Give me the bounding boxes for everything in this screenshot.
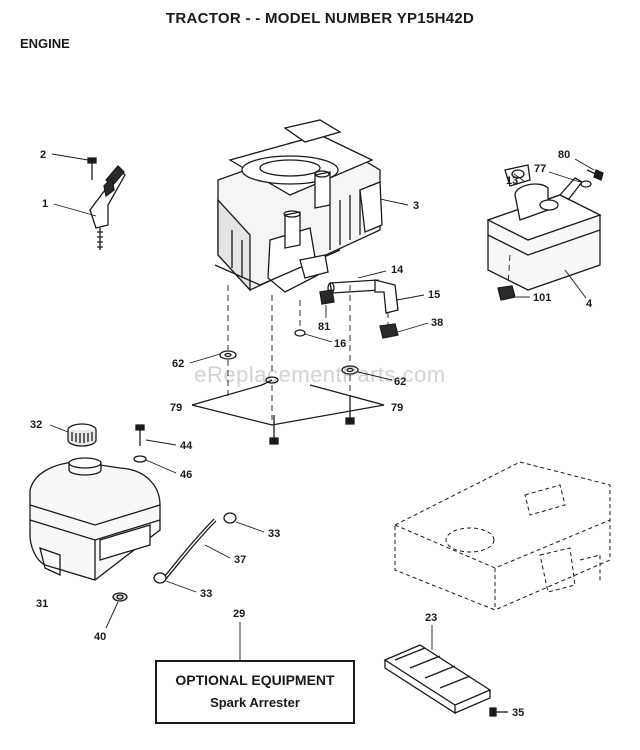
- callout-62-left: 62: [172, 358, 184, 370]
- callout-23: 23: [425, 612, 437, 624]
- callout-15: 15: [428, 289, 440, 301]
- callout-29: 29: [233, 608, 245, 620]
- optional-equipment-title: OPTIONAL EQUIPMENT: [175, 672, 335, 688]
- screw-part-44[interactable]: [135, 424, 145, 446]
- washer-part-62-right[interactable]: [341, 365, 359, 375]
- engine-part-3[interactable]: [214, 119, 383, 293]
- bolt-part-79-left[interactable]: [269, 415, 279, 445]
- callout-37: 37: [234, 554, 246, 566]
- exhaust-pipe-part-14[interactable]: [327, 279, 381, 294]
- callout-101: 101: [533, 292, 551, 304]
- callout-79-left: 79: [170, 402, 182, 414]
- bushing-part-40[interactable]: [112, 592, 128, 602]
- nut-part-38[interactable]: [379, 323, 399, 339]
- spark-arrester-part-23[interactable]: [383, 644, 492, 715]
- callout-3: 3: [413, 200, 419, 212]
- callout-81: 81: [318, 321, 330, 333]
- washer-part-77[interactable]: [580, 180, 592, 188]
- callout-31: 31: [36, 598, 48, 610]
- callout-32: 32: [30, 419, 42, 431]
- callout-38: 38: [431, 317, 443, 329]
- clamp-part-33-top[interactable]: [223, 512, 237, 524]
- bolt-part-16[interactable]: [294, 329, 306, 337]
- throttle-control-part-1[interactable]: [89, 165, 126, 250]
- callout-13: 13: [506, 175, 518, 187]
- callout-79-right: 79: [391, 402, 403, 414]
- fuel-tank-part-31[interactable]: [29, 457, 161, 581]
- section-label: ENGINE: [20, 36, 70, 51]
- muffler-part-4[interactable]: [486, 164, 602, 291]
- screw-part-80[interactable]: [586, 169, 604, 181]
- optional-equipment-item[interactable]: Spark Arrester: [210, 695, 300, 710]
- washer-part-46[interactable]: [133, 455, 147, 463]
- callout-62-right: 62: [394, 376, 406, 388]
- callout-4: 4: [586, 298, 593, 310]
- optional-equipment-box: OPTIONAL EQUIPMENT Spark Arrester: [155, 660, 355, 724]
- tractor-frame: [394, 461, 611, 611]
- watermark: eReplacementParts.com: [194, 362, 446, 387]
- nut-part-101[interactable]: [497, 285, 516, 301]
- screw-part-35[interactable]: [489, 707, 508, 717]
- fuel-line-part-37[interactable]: [163, 518, 217, 580]
- callout-35: 35: [512, 707, 524, 719]
- clamp-part-33-bottom[interactable]: [153, 572, 167, 584]
- screw-part-2[interactable]: [87, 157, 97, 180]
- callout-77: 77: [534, 163, 546, 175]
- washer-part-62-left[interactable]: [219, 350, 237, 360]
- callout-44: 44: [180, 440, 193, 452]
- callout-33-bottom: 33: [200, 588, 212, 600]
- nut-part-81[interactable]: [319, 289, 335, 305]
- callout-2: 2: [40, 149, 46, 161]
- fuel-cap-part-32[interactable]: [67, 423, 97, 447]
- callout-40: 40: [94, 631, 106, 643]
- callout-46: 46: [180, 469, 192, 481]
- diagram-title: TRACTOR - - MODEL NUMBER YP15H42D: [165, 10, 475, 27]
- elbow-part-15[interactable]: [374, 279, 399, 314]
- callout-1: 1: [42, 198, 48, 210]
- callout-80: 80: [558, 149, 570, 161]
- callout-14: 14: [391, 264, 404, 276]
- callout-33-top: 33: [268, 528, 280, 540]
- callout-16: 16: [334, 338, 346, 350]
